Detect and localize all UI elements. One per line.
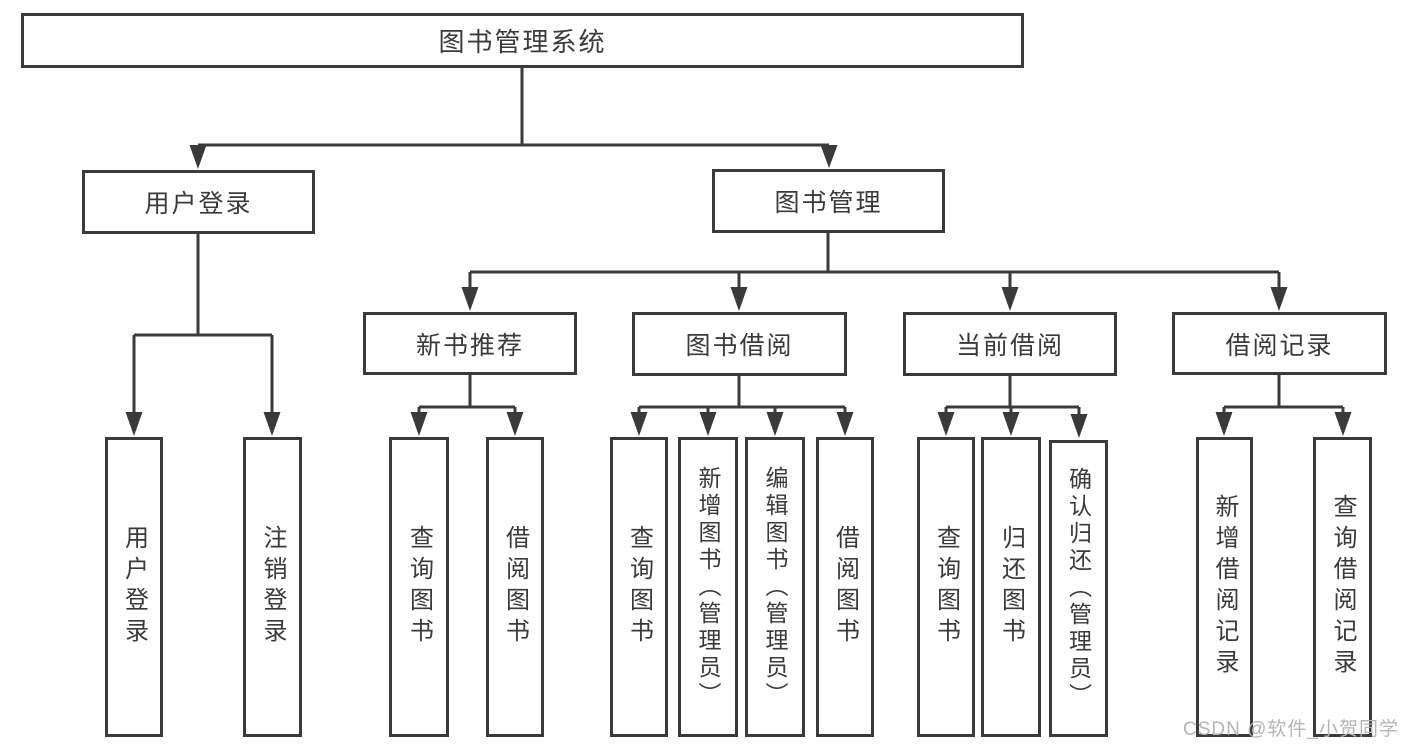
leaf-label: 新增图书（管理员） — [695, 465, 721, 709]
leaf-label: 查询图书 — [932, 525, 960, 649]
leaf-borrow-books: 借阅图书 — [486, 437, 544, 737]
leaf-label: 用户登录 — [120, 525, 148, 649]
node-label: 图书管理 — [774, 189, 883, 217]
leaf-label: 新增借阅记录 — [1211, 494, 1238, 680]
node-label: 用户登录 — [144, 190, 253, 218]
leaf-add-borrow-record: 新增借阅记录 — [1196, 437, 1253, 737]
csdn-watermark: CSDN @软件_小贺同学 — [1183, 719, 1399, 740]
leaf-borrow-books: 借阅图书 — [816, 437, 874, 737]
node-borrowing-records: 借阅记录 — [1172, 312, 1387, 375]
leaf-query-books: 查询图书 — [610, 437, 668, 737]
node-current-borrowing: 当前借阅 — [903, 312, 1117, 376]
leaf-label: 查询图书 — [625, 525, 653, 649]
leaf-query-books: 查询图书 — [389, 437, 449, 737]
leaf-label: 确认归还（管理员） — [1065, 467, 1092, 710]
leaf-edit-books-admin: 编辑图书（管理员） — [745, 437, 805, 737]
node-label: 借阅记录 — [1225, 331, 1334, 360]
node-label: 图书借阅 — [685, 332, 794, 360]
leaf-label: 注销登录 — [259, 525, 286, 649]
leaf-logout: 注销登录 — [243, 437, 302, 737]
node-label: 新书推荐 — [415, 331, 524, 360]
leaf-label: 归还图书 — [997, 525, 1025, 649]
leaf-confirm-return-admin: 确认归还（管理员） — [1049, 440, 1108, 737]
node-new-book-recommendation: 新书推荐 — [363, 312, 577, 375]
leaf-label: 借阅图书 — [831, 525, 859, 649]
leaf-label: 借阅图书 — [501, 525, 529, 649]
leaf-query-books: 查询图书 — [917, 437, 975, 737]
leaf-return-books: 归还图书 — [981, 437, 1041, 737]
leaf-label: 编辑图书（管理员） — [762, 465, 788, 709]
node-user-login: 用户登录 — [82, 170, 315, 234]
node-label: 当前借阅 — [955, 332, 1064, 360]
node-book-management: 图书管理 — [712, 169, 945, 233]
arrowheads — [125, 145, 1352, 438]
node-label: 图书管理系统 — [438, 27, 607, 57]
leaf-query-borrow-record: 查询借阅记录 — [1313, 437, 1372, 737]
leaf-user-login: 用户登录 — [105, 437, 163, 737]
leaf-add-books-admin: 新增图书（管理员） — [678, 437, 738, 737]
node-book-borrowing: 图书借阅 — [632, 312, 847, 376]
leaf-label: 查询图书 — [405, 525, 433, 649]
node-library-management-system: 图书管理系统 — [21, 13, 1024, 68]
leaf-label: 查询借阅记录 — [1329, 494, 1356, 680]
